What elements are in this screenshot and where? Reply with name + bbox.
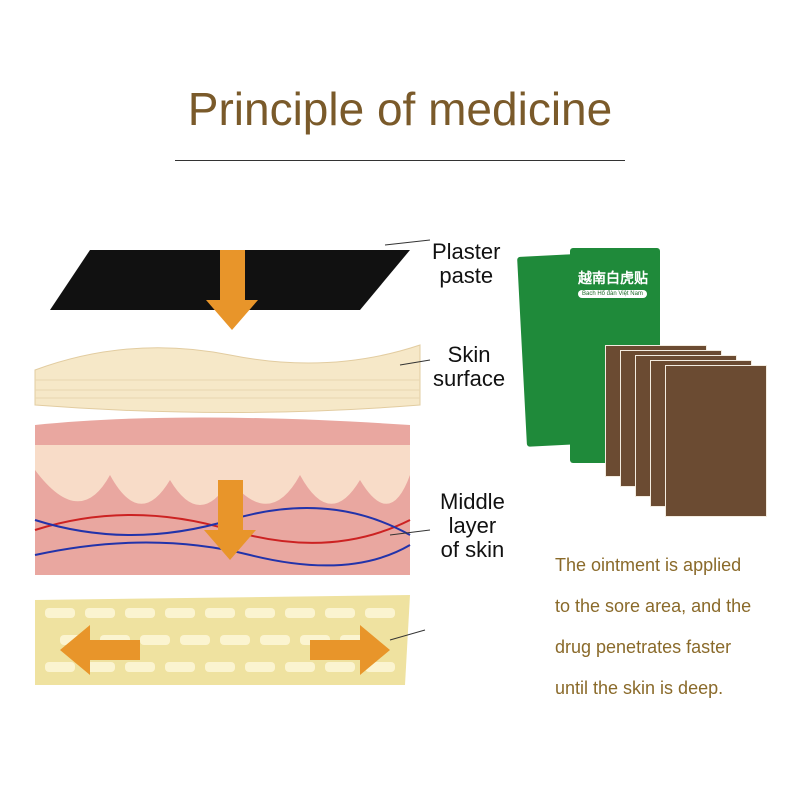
title-divider: [175, 160, 625, 161]
description-line: to the sore area, and the: [555, 596, 752, 616]
skin-layers-diagram: [34, 239, 431, 685]
label-middle-layer: Middle layer of skin: [440, 489, 505, 562]
description: The ointment is applied to the sore area…: [555, 545, 751, 709]
skin-surface-layer: [34, 344, 421, 413]
plaster-patch: [665, 365, 767, 517]
packet-latin-text: Bach Hổ đàn Việt Nam: [578, 290, 647, 298]
label-plaster-paste: Plaster paste: [432, 239, 501, 288]
description-line: drug penetrates faster: [555, 637, 732, 657]
page-title: Principle of medicine: [187, 83, 613, 135]
description-line: The ointment is applied: [555, 555, 742, 575]
right-arrow-icon: [310, 625, 390, 675]
packet-chinese-text: 越南白虎贴: [578, 270, 648, 286]
description-line: until the skin is deep.: [555, 678, 724, 698]
down-arrow-icon: [204, 480, 256, 560]
down-arrow-icon: [206, 250, 258, 330]
left-arrow-icon: [60, 625, 140, 675]
label-skin-surface: Skin surface: [433, 342, 506, 391]
